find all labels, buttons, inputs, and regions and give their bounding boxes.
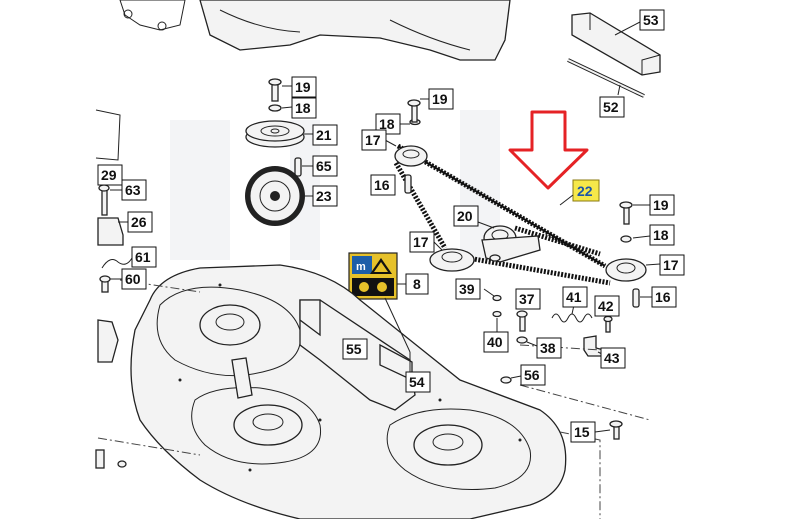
callout-23: 23 (312, 185, 338, 207)
callout-8: 8 (405, 273, 429, 295)
svg-text:15: 15 (574, 424, 590, 440)
callout-60: 60 (121, 268, 147, 290)
pulley-17-right (605, 201, 661, 282)
svg-text:61: 61 (135, 249, 151, 265)
callout-15: 15 (570, 421, 596, 443)
svg-text:16: 16 (374, 177, 390, 193)
top-housing (119, 0, 511, 61)
svg-text:41: 41 (566, 289, 582, 305)
bolt-37 (516, 310, 528, 332)
left-fragments (95, 109, 127, 469)
sprocket-23 (245, 166, 313, 226)
svg-text:17: 17 (365, 132, 381, 148)
callout-38: 38 (536, 337, 562, 359)
callout-63: 63 (121, 179, 147, 201)
idler-20 (477, 221, 541, 263)
callout-18-c: 18 (649, 224, 675, 246)
callout-18-a: 18 (291, 97, 317, 119)
callout-43: 43 (600, 347, 626, 369)
callout-65: 65 (312, 155, 338, 177)
svg-text:18: 18 (295, 100, 311, 116)
callout-22: 22 (572, 179, 600, 202)
callout-19-a: 19 (291, 76, 317, 98)
svg-text:20: 20 (457, 208, 473, 224)
pulley-21-assembly (245, 78, 313, 148)
svg-text:54: 54 (409, 374, 425, 390)
svg-text:38: 38 (540, 340, 556, 356)
pulley-17-middle (429, 241, 475, 272)
svg-text:29: 29 (101, 167, 117, 183)
svg-text:19: 19 (295, 79, 311, 95)
drive-belt-22 (393, 143, 611, 286)
pulley-17-upper (384, 98, 430, 167)
rod-52 (567, 58, 645, 98)
callout-55: 55 (342, 338, 368, 360)
bolt-15 (594, 420, 623, 440)
svg-text:40: 40 (487, 334, 503, 350)
red-arrow (508, 110, 589, 190)
pin-16-upper (404, 174, 412, 194)
svg-text:63: 63 (125, 182, 141, 198)
callout-52: 52 (599, 96, 625, 118)
svg-text:52: 52 (603, 99, 619, 115)
svg-text:16: 16 (655, 289, 671, 305)
svg-text:22: 22 (577, 183, 593, 199)
svg-text:42: 42 (598, 298, 614, 314)
svg-text:43: 43 (604, 350, 620, 366)
svg-text:17: 17 (413, 234, 429, 250)
svg-text:37: 37 (519, 291, 535, 307)
svg-text:39: 39 (459, 281, 475, 297)
callout-17-b: 17 (409, 231, 435, 253)
left-bracket-assembly (97, 184, 133, 293)
callout-17-a: 17 (361, 129, 387, 151)
svg-text:21: 21 (316, 127, 332, 143)
svg-text:53: 53 (643, 12, 659, 28)
callout-40: 40 (483, 331, 509, 353)
callout-41: 41 (562, 286, 588, 308)
svg-text:8: 8 (413, 276, 421, 292)
svg-text:26: 26 (131, 214, 147, 230)
callout-56: 56 (520, 364, 546, 386)
callout-61: 61 (131, 246, 157, 268)
svg-text:55: 55 (346, 341, 362, 357)
svg-text:17: 17 (663, 257, 679, 273)
svg-text:56: 56 (524, 367, 540, 383)
callout-19-c: 19 (649, 194, 675, 216)
svg-text:60: 60 (125, 271, 141, 287)
pin-16-right (632, 288, 652, 308)
washers-39-40-38 (483, 288, 538, 347)
svg-text:19: 19 (432, 91, 448, 107)
spring-41 (551, 304, 593, 323)
bracket-53 (571, 12, 661, 76)
callout-54: 54 (405, 371, 431, 393)
callout-16-a: 16 (370, 174, 396, 196)
svg-text:19: 19 (653, 197, 669, 213)
callout-19-b: 19 (428, 88, 454, 110)
svg-text:23: 23 (316, 188, 332, 204)
nut-56 (500, 375, 522, 384)
pin-65 (294, 157, 313, 177)
callout-26: 26 (127, 211, 153, 233)
decal-8: m (348, 252, 406, 300)
svg-text:65: 65 (316, 158, 332, 174)
callout-17-c: 17 (659, 254, 685, 276)
callout-16-b: 16 (651, 286, 677, 308)
callout-21: 21 (312, 124, 338, 146)
mower-deck (130, 264, 567, 519)
callout-42: 42 (594, 295, 620, 317)
svg-text:18: 18 (653, 227, 669, 243)
bolt-42 (603, 315, 613, 333)
callout-29: 29 (97, 164, 123, 186)
callout-18-b: 18 (375, 113, 401, 135)
callout-20: 20 (453, 205, 479, 227)
svg-text:m: m (356, 261, 366, 273)
callout-39: 39 (455, 278, 481, 300)
callout-53: 53 (639, 9, 665, 31)
callout-37: 37 (515, 288, 541, 310)
svg-text:18: 18 (379, 116, 395, 132)
